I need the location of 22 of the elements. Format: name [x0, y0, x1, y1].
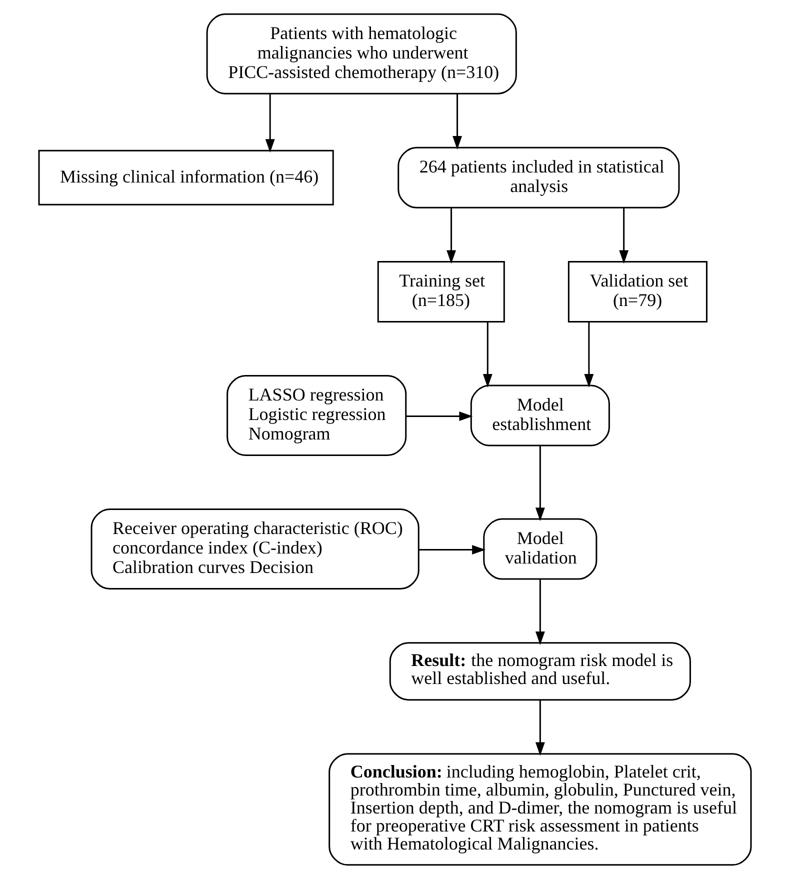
node-box: Patients with hematologic malignancies who underwent PICC-assisted chemotherapy (n=310)	[206, 13, 516, 94]
arrow	[534, 700, 544, 756]
arrow	[418, 545, 486, 555]
node-box: Validation set (n=79)	[567, 260, 707, 322]
node-box: Result: the nomogram risk model is well established and useful.	[388, 642, 690, 701]
node-box: 264 patients included in statistical analysis	[397, 146, 680, 208]
arrow	[618, 208, 628, 264]
node-box: Model validation	[482, 518, 597, 580]
arrow	[482, 322, 492, 388]
node-box: Missing clinical information (n=46)	[38, 150, 334, 206]
arrow	[534, 446, 544, 522]
arrow	[584, 322, 594, 388]
node-box: LASSO regression Logistic regression Nomogram	[226, 374, 406, 456]
node-box: Model establishment	[470, 384, 610, 446]
node-box: Receiver operating characteristic (ROC) concordance index (C-index) Calibration curves Decision	[90, 508, 419, 590]
arrow	[534, 579, 544, 645]
node-box: Conclusion: including hemoglobin, Platelet crit, prothrombin time, albumin, globulin, Punctured vein, Insertion depth, and D-dimer, the nomogram is useful for preoperative CRT risk assessment in patients with Hematological Malignancies.	[328, 753, 752, 866]
arrow	[264, 94, 274, 153]
arrow	[446, 208, 456, 264]
arrow	[406, 412, 472, 421]
node-box: Training set (n=185)	[376, 260, 504, 322]
arrow	[452, 94, 462, 150]
